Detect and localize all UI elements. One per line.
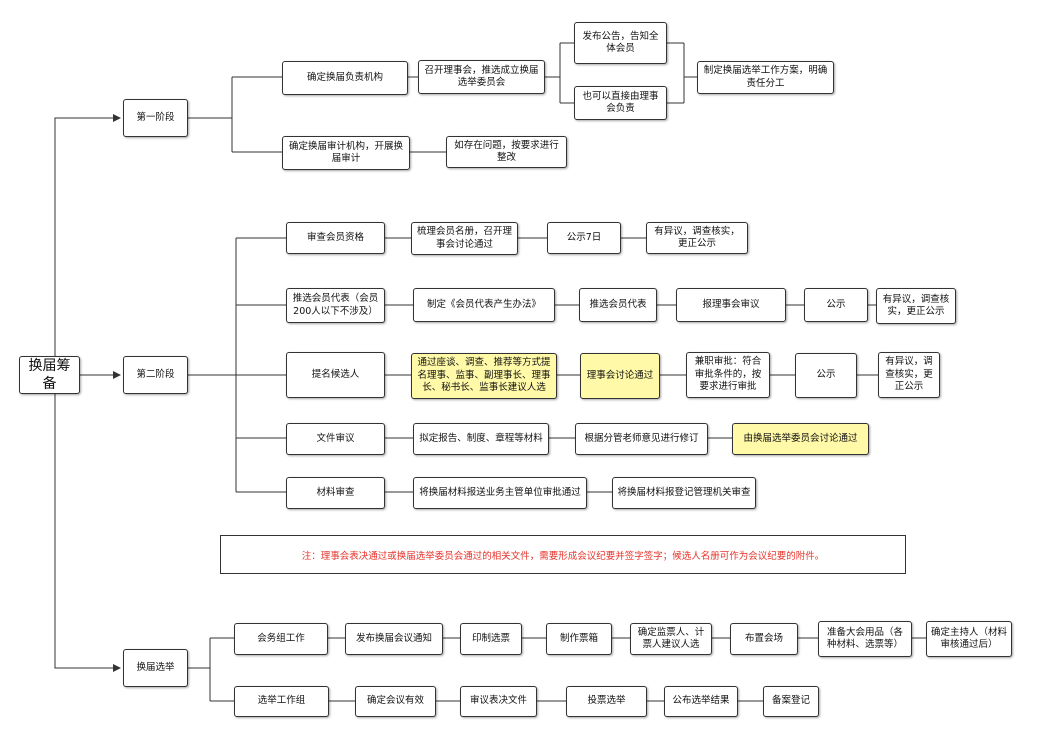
meeting-row-node-3: 印制选票 bbox=[460, 623, 522, 655]
stage3-node: 换届选举 bbox=[123, 649, 188, 687]
row3-node-4: 兼职审批：符合审批条件的，按要求进行审批 bbox=[686, 352, 770, 398]
row4-node-4: 由换届选举委员会讨论通过 bbox=[732, 423, 869, 455]
election-row-node-2: 确定会议有效 bbox=[355, 686, 436, 717]
election-row-node-1: 选举工作组 bbox=[234, 686, 329, 717]
row2-node-6: 有异议，调查核实，更正公示 bbox=[876, 288, 956, 324]
stage1-node: 第一阶段 bbox=[123, 99, 188, 137]
meeting-row-node-6: 布置会场 bbox=[730, 623, 798, 655]
row3-node-3: 理事会讨论通过 bbox=[580, 353, 660, 399]
stage1-node-2: 召开理事会，推选成立换届选举委员会 bbox=[418, 60, 545, 94]
meeting-row-node-7: 准备大会用品（各种材料、选票等） bbox=[818, 621, 912, 657]
row1-node-4: 有异议，调查核实，更正公示 bbox=[646, 222, 748, 254]
meeting-row-node-8: 确定主持人（材料审核通过后） bbox=[926, 621, 1012, 657]
row2-node-1: 推选会员代表（会员200人以下不涉及） bbox=[286, 288, 385, 323]
stage2-node: 第二阶段 bbox=[123, 356, 188, 394]
meeting-row-node-5: 确定监票人、计票人建议人选 bbox=[630, 623, 712, 655]
row4-node-2: 拟定报告、制度、章程等材料 bbox=[413, 423, 549, 455]
row4-node-1: 文件审议 bbox=[286, 423, 385, 455]
row5-node-1: 材料审查 bbox=[286, 477, 385, 509]
row3-node-1: 提名候选人 bbox=[286, 352, 385, 398]
row2-node-5: 公示 bbox=[804, 288, 868, 322]
root-node: 换届筹备 bbox=[19, 356, 80, 394]
stage1-node-6: 确定换届审计机构，开展换届审计 bbox=[282, 136, 410, 170]
row3-node-5: 公示 bbox=[795, 353, 857, 398]
meeting-row-node-2: 发布换届会议通知 bbox=[345, 623, 443, 655]
row1-node-3: 公示7日 bbox=[547, 222, 621, 254]
row1-node-1: 审查会员资格 bbox=[286, 222, 385, 254]
election-row-node-4: 投票选举 bbox=[566, 686, 647, 717]
row2-node-3: 推选会员代表 bbox=[579, 288, 657, 322]
stage1-node-7: 如存在问题，按要求进行整改 bbox=[446, 136, 567, 168]
election-row-node-3: 审议表决文件 bbox=[460, 686, 537, 717]
row3-node-2: 通过座谈、调查、推荐等方式提名理事、监事、副理事长、理事长、秘书长、监事长建议人… bbox=[411, 353, 557, 399]
stage1-node-4: 也可以直接由理事会负责 bbox=[574, 86, 667, 120]
row2-node-2: 制定《会员代表产生办法》 bbox=[413, 288, 555, 322]
row1-node-2: 梳理会员名册，召开理事会讨论通过 bbox=[411, 222, 518, 255]
stage1-node-3: 发布公告，告知全体会员 bbox=[574, 22, 667, 64]
stage1-node-5: 制定换届选举工作方案，明确责任分工 bbox=[697, 61, 834, 94]
election-row-node-6: 备案登记 bbox=[763, 686, 819, 717]
row2-node-4: 报理事会审议 bbox=[676, 288, 786, 322]
row5-node-2: 将换届材料报送业务主管单位审批通过 bbox=[413, 477, 587, 509]
row4-node-3: 根据分管老师意见进行修订 bbox=[575, 423, 708, 455]
row3-node-6: 有异议，调查核实，更正公示 bbox=[878, 352, 940, 398]
note-box: 注：理事会表决通过或换届选举委员会通过的相关文件，需要形成会议纪要并签字签字；候… bbox=[220, 535, 906, 574]
row5-node-3: 将换届材料报登记管理机关审查 bbox=[612, 477, 756, 509]
meeting-row-node-4: 制作票箱 bbox=[546, 623, 612, 655]
meeting-row-node-1: 会务组工作 bbox=[234, 623, 328, 655]
election-row-node-5: 公布选举结果 bbox=[664, 686, 738, 717]
stage1-node-1: 确定换届负责机构 bbox=[282, 61, 408, 95]
